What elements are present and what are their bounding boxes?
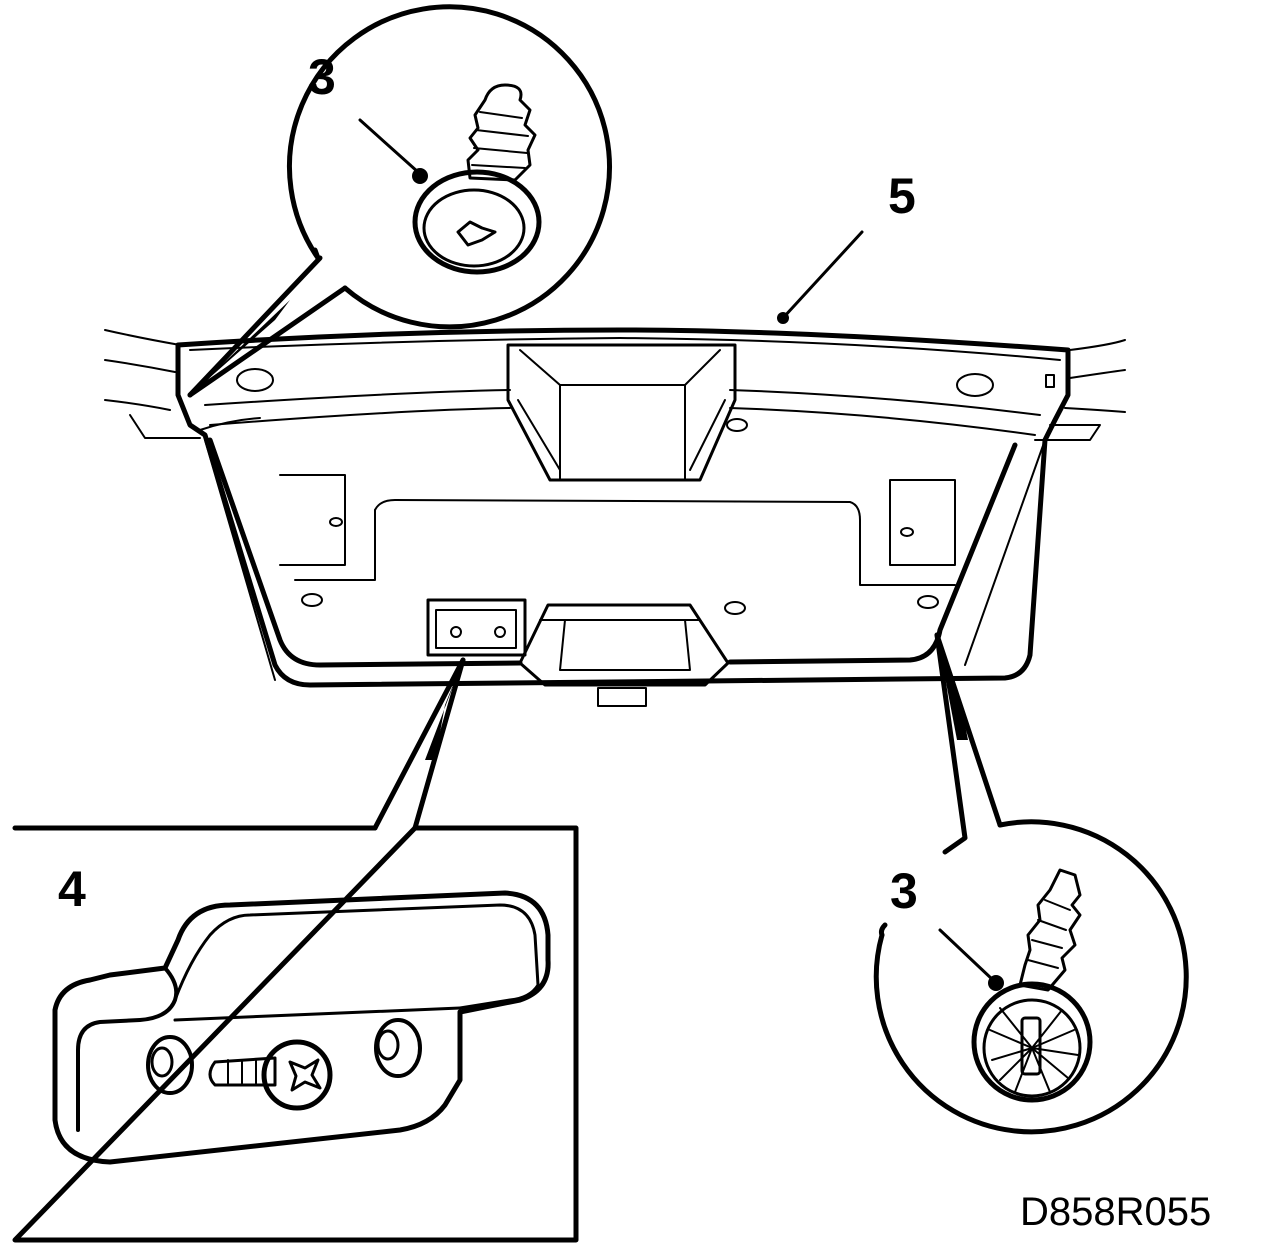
detail-box-frame	[12, 825, 579, 1243]
car-body-lines	[104, 329, 1126, 441]
callout-3-top: 3	[308, 49, 336, 105]
screw-head	[412, 169, 542, 275]
leader-top-left	[187, 255, 323, 398]
leader-lines	[187, 230, 1003, 855]
figure-code: D858R055	[1020, 1190, 1211, 1234]
detail-box-handle	[12, 825, 579, 1243]
tailgate-trim-panel	[175, 327, 1071, 707]
handle-body	[52, 890, 551, 1165]
torx-icon	[456, 220, 497, 247]
leader-5	[781, 230, 864, 320]
callout-5: 5	[888, 168, 916, 224]
leader-right	[934, 632, 968, 855]
callout-3-right: 3	[890, 863, 918, 919]
magnifier-screw-top	[286, 4, 612, 330]
panel-outline	[175, 327, 1071, 688]
leader-4	[372, 657, 466, 831]
screw-thread	[466, 83, 537, 182]
magnifier-clip-right	[873, 819, 1189, 1135]
callout-4: 4	[58, 861, 86, 917]
phillips-icon	[288, 1058, 322, 1092]
clip-head	[971, 981, 1093, 1103]
clip-thread	[1018, 868, 1082, 992]
